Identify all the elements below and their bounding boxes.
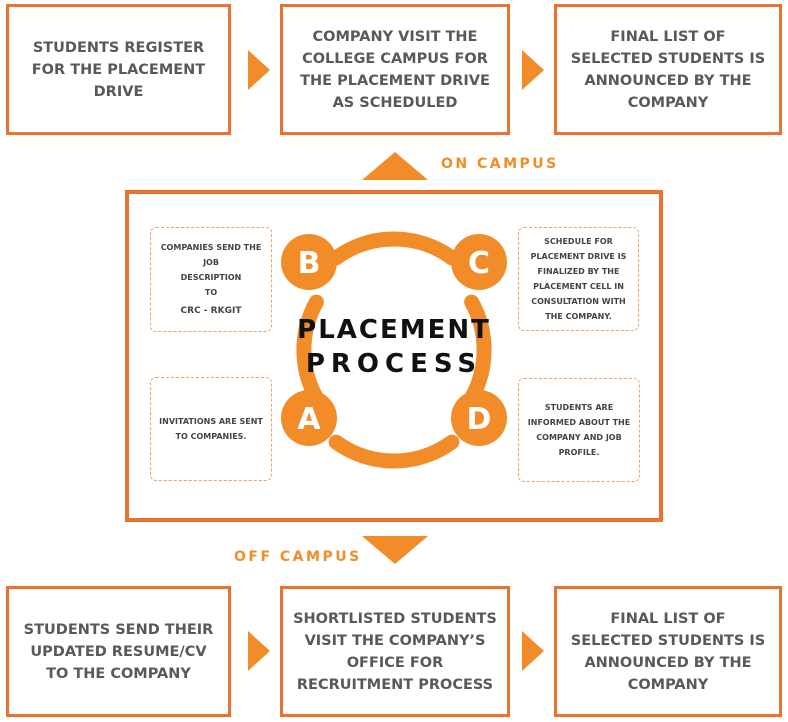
on-campus-step-1-text: STUDENTS REGISTER FOR THE PLACEMENT DRIV… — [31, 39, 206, 100]
badge-d — [451, 390, 507, 446]
arrow-right-icon — [248, 50, 270, 90]
ring-arcs — [296, 231, 492, 469]
note-b-line-3: TO — [204, 288, 218, 297]
badge-b-letter: B — [298, 246, 321, 281]
off-campus-step-2: SHORTLISTED STUDENTS VISIT THE COMPANY’S… — [280, 586, 510, 717]
off-campus-step-3-text: FINAL LIST OF SELECTED STUDENTS IS ANNOU… — [570, 610, 766, 693]
note-d-students-informed: STUDENTS ARE INFORMED ABOUT THE COMPANY … — [518, 378, 640, 482]
triangle-down-icon — [362, 536, 428, 564]
off-campus-step-3: FINAL LIST OF SELECTED STUDENTS IS ANNOU… — [554, 586, 782, 717]
note-b-companies-send-jd: COMPANIES SEND THE JOB DESCRIPTION TO CR… — [150, 227, 272, 332]
off-campus-step-1: STUDENTS SEND THEIR UPDATED RESUME/CV TO… — [6, 586, 231, 717]
note-b-line-2: DESCRIPTION — [180, 273, 242, 282]
on-campus-step-1: STUDENTS REGISTER FOR THE PLACEMENT DRIV… — [6, 4, 231, 135]
off-campus-label: OFF CAMPUS — [234, 549, 362, 565]
on-campus-step-3-text: FINAL LIST OF SELECTED STUDENTS IS ANNOU… — [570, 28, 766, 111]
off-campus-step-2-text: SHORTLISTED STUDENTS VISIT THE COMPANY’S… — [293, 610, 497, 693]
note-c-text: SCHEDULE FOR PLACEMENT DRIVE IS FINALIZE… — [530, 237, 627, 321]
on-campus-label: ON CAMPUS — [441, 156, 559, 172]
center-title-line-2: PROCESS — [306, 349, 482, 379]
note-a-invitations-sent: INVITATIONS ARE SENT TO COMPANIES. — [150, 377, 272, 481]
note-c-schedule-finalized: SCHEDULE FOR PLACEMENT DRIVE IS FINALIZE… — [518, 227, 639, 331]
triangle-up-icon — [362, 152, 428, 180]
arrow-right-icon — [522, 631, 544, 671]
badge-d-letter: D — [467, 402, 492, 437]
note-b-line-1: COMPANIES SEND THE JOB — [160, 243, 262, 267]
badge-b — [281, 234, 337, 290]
arc-top — [328, 231, 460, 266]
arc-bottom — [328, 434, 460, 469]
arrow-right-icon — [248, 631, 270, 671]
arc-right — [464, 294, 492, 406]
on-campus-step-3: FINAL LIST OF SELECTED STUDENTS IS ANNOU… — [554, 4, 782, 135]
note-d-text: STUDENTS ARE INFORMED ABOUT THE COMPANY … — [527, 403, 631, 457]
on-campus-step-2: COMPANY VISIT THE COLLEGE CAMPUS FOR THE… — [280, 4, 510, 135]
badge-c-letter: C — [468, 246, 490, 281]
badge-a-letter: A — [297, 402, 321, 437]
badge-c — [451, 234, 507, 290]
arrow-right-icon — [522, 50, 544, 90]
note-a-text: INVITATIONS ARE SENT TO COMPANIES. — [159, 417, 263, 441]
center-title-line-1: PLACEMENT — [297, 315, 491, 345]
on-campus-step-2-text: COMPANY VISIT THE COLLEGE CAMPUS FOR THE… — [300, 28, 490, 111]
badge-a — [281, 390, 337, 446]
note-b-line-4: CRC - RKGIT — [180, 306, 242, 316]
arc-left — [296, 294, 324, 406]
off-campus-step-1-text: STUDENTS SEND THEIR UPDATED RESUME/CV TO… — [23, 621, 214, 682]
step-badges — [281, 234, 507, 446]
